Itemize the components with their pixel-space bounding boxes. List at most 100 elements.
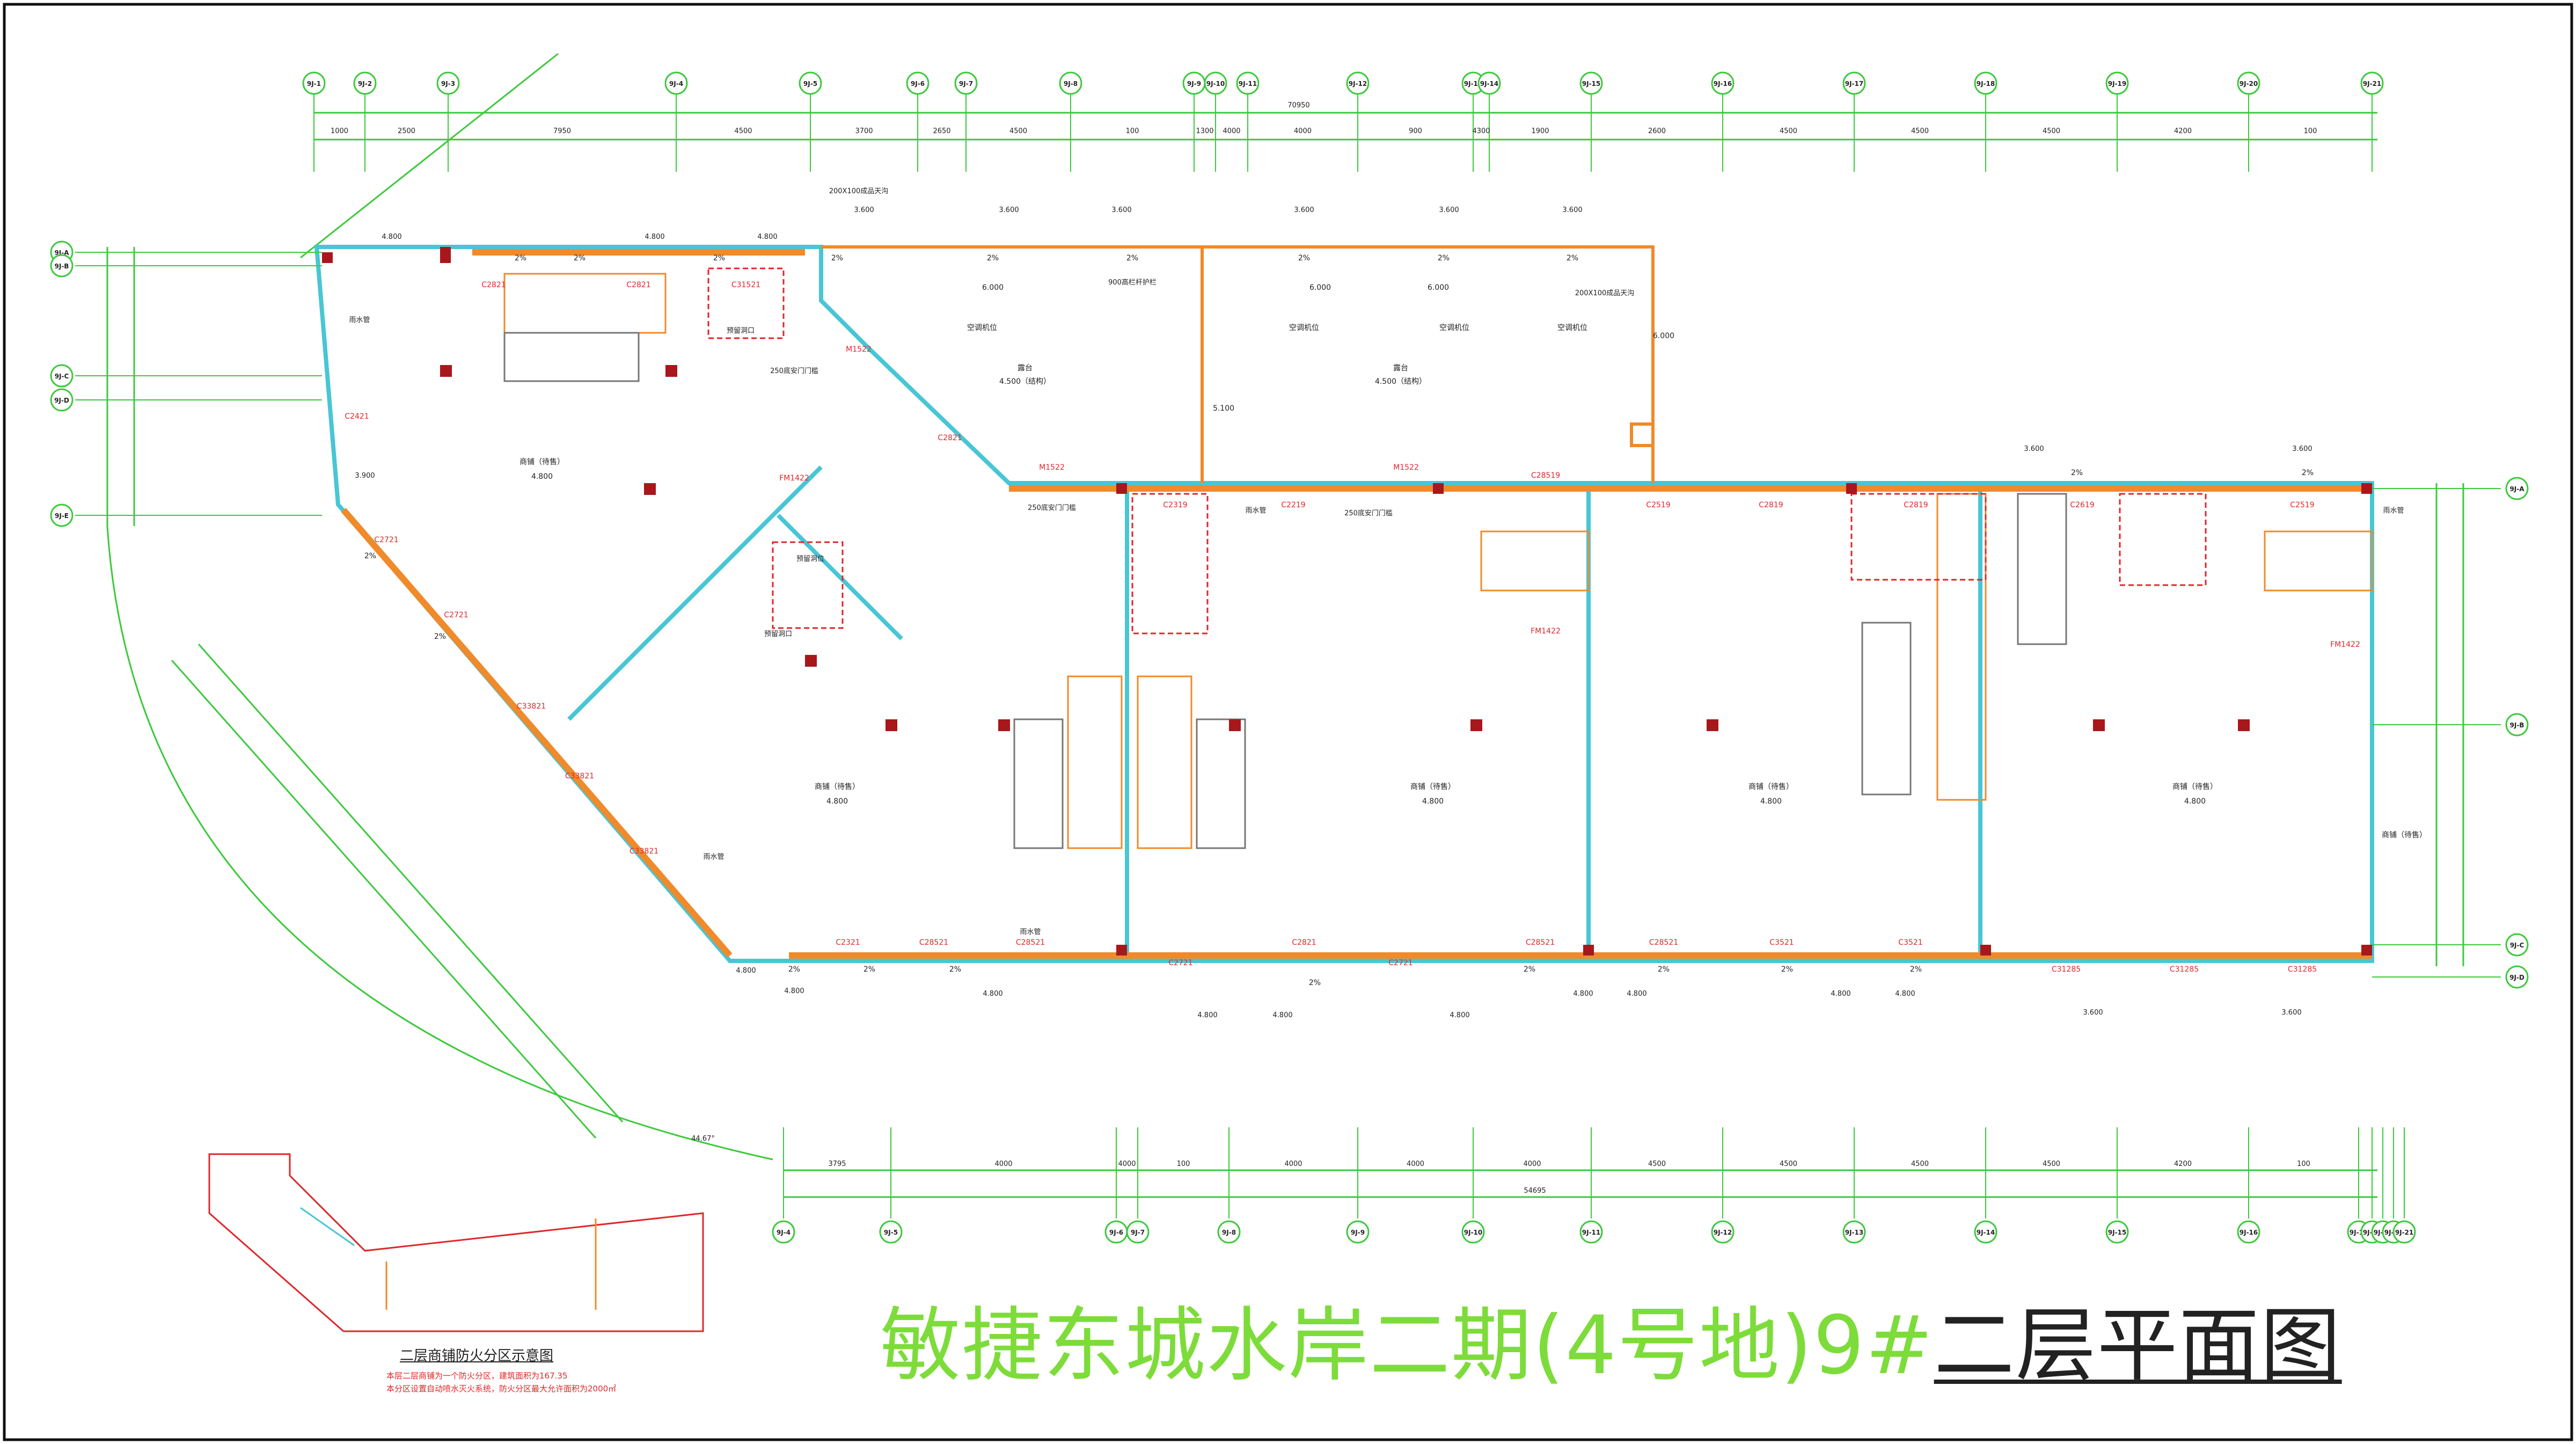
- grid-top-12: 9J-12: [1346, 71, 1370, 95]
- bottom-dim-10: 4500: [1911, 1160, 1929, 1168]
- slope-tag-1: 2%: [515, 254, 526, 262]
- building-walls: [314, 245, 2374, 963]
- grid-top-11: 9J-11: [1236, 71, 1260, 95]
- bottom-dim-12: 4200: [2174, 1160, 2192, 1168]
- sill-level-1: 3.600: [854, 206, 874, 214]
- roof-label-1: 空调机位: [967, 324, 997, 332]
- roof-level-c: 6.000: [1428, 283, 1449, 292]
- shop-label-6: 商铺（待售）: [2382, 831, 2427, 840]
- grid-top-3: 9J-3: [436, 71, 460, 95]
- grid-top-6: 9J-6: [906, 71, 930, 95]
- bottom-dim-8: 4500: [1648, 1160, 1666, 1168]
- grid-top-20: 9J-20: [2237, 71, 2260, 95]
- gutter-note-2: 200X100成品天沟: [1575, 289, 1635, 297]
- drawing-title-main: 敏捷东城水岸二期(4号地)9#: [880, 1299, 1934, 1392]
- grid-bottom-1-circle: [772, 1220, 795, 1244]
- top-dim-20: 100: [2304, 127, 2317, 135]
- grid-top-7: 9J-7: [954, 71, 978, 95]
- window-tag-11: C2321: [836, 938, 860, 947]
- grid-bottom-2: 9J-5: [879, 1220, 903, 1244]
- pipe-note-5: 雨水管: [349, 316, 370, 324]
- grid-right-4: 9J-D: [2505, 965, 2529, 989]
- top-dim-10: 4000: [1223, 127, 1240, 135]
- slope-tag-5: 2%: [987, 254, 999, 262]
- grid-top-16-label: 9J-16: [1714, 80, 1732, 87]
- left-dimension-chain: [106, 247, 135, 526]
- top-dim-16: 4500: [1780, 127, 1797, 135]
- window-tag-21: C31285: [2052, 965, 2081, 974]
- floor-level-l: 4.800: [1831, 990, 1850, 998]
- slope-tag-2: 2%: [574, 254, 586, 262]
- window-tag-24: C2319: [1163, 501, 1187, 509]
- top-total-dimension: 70950: [1287, 101, 1309, 110]
- door-tag-6: FM1422: [2330, 640, 2360, 649]
- slope-tag-13: 2%: [863, 965, 875, 974]
- shop-label-3: 商铺（待售）: [1410, 783, 1455, 791]
- top-dim-3: 7950: [553, 127, 571, 135]
- floor-level-h: 4.800: [1272, 1011, 1292, 1019]
- window-tag-15: C2821: [1292, 938, 1316, 947]
- grid-bottom-18-circle: [2392, 1220, 2416, 1244]
- grid-left-3: 9J-C: [50, 364, 74, 388]
- window-tag-20: C3521: [1898, 938, 1922, 947]
- grid-bottom-5-label: 9J-8: [1222, 1229, 1236, 1236]
- grid-top-2-circle: [353, 71, 377, 95]
- grid-bottom-13: 9J-16: [2237, 1220, 2260, 1244]
- door-tag-4: FM1422: [1531, 627, 1561, 636]
- bottom-dim-6: 4000: [1407, 1160, 1424, 1168]
- stair-level: 3.900: [355, 472, 375, 480]
- window-tag-13: C28521: [1016, 938, 1045, 947]
- slope-tag-11: 2%: [434, 632, 446, 641]
- top-dim-15: 2600: [1648, 127, 1666, 135]
- grid-top-8-label: 9J-8: [1064, 80, 1078, 87]
- door-note-2: 250底安门门槛: [1028, 504, 1076, 512]
- grid-top-6-label: 9J-6: [911, 80, 925, 87]
- top-dim-13: 4300: [1472, 127, 1490, 135]
- grid-top-20-label: 9J-20: [2240, 80, 2258, 87]
- floor-level-j: 4.800: [1573, 990, 1593, 998]
- grid-top-19-label: 9J-19: [2108, 80, 2127, 87]
- grid-left-2-circle: [50, 254, 74, 278]
- grid-top-13: 9J-13: [1461, 71, 1485, 95]
- bottom-dim-3: 4000: [1118, 1160, 1136, 1168]
- grid-top-16-circle: [1711, 71, 1735, 95]
- top-dim-2: 2500: [398, 127, 415, 135]
- window-tag-27: C2519: [1646, 501, 1670, 509]
- drawing-border: [3, 3, 2573, 1441]
- grid-right-2-label: 9J-B: [2510, 721, 2524, 729]
- grid-axis-left: 9J-A9J-B9J-C9J-D9J-E: [50, 240, 322, 527]
- grid-top-4-circle: [664, 71, 688, 95]
- grid-bottom-3: 9J-6: [1104, 1220, 1128, 1244]
- elevator-note: 预留洞位: [796, 555, 824, 563]
- top-dim-12: 900: [1409, 127, 1422, 135]
- top-dimension-chain: [314, 112, 2377, 141]
- angle-label: 44.67°: [691, 1135, 715, 1143]
- window-tag-28: C2819: [1759, 501, 1783, 509]
- grid-left-5-circle: [50, 504, 74, 527]
- window-tag-7: C2721: [444, 611, 468, 619]
- window-tag-17: C28521: [1526, 938, 1555, 947]
- bottom-dim-9: 4500: [1780, 1160, 1797, 1168]
- window-tag-19: C3521: [1769, 938, 1794, 947]
- window-tag-25: C2219: [1281, 501, 1305, 509]
- grid-bottom-11: 9J-14: [1974, 1220, 1997, 1244]
- bottom-dimension-chain: [784, 1169, 2377, 1198]
- grid-bottom-6: 9J-9: [1346, 1220, 1370, 1244]
- window-tag-22: C31285: [2170, 965, 2199, 974]
- window-tag-8: C33821: [517, 702, 546, 711]
- grid-top-4: 9J-4: [664, 71, 688, 95]
- shop-label-4: 商铺（待售）: [1748, 783, 1794, 791]
- grid-top-10: 9J-10: [1204, 71, 1227, 95]
- grid-left-4-label: 9J-D: [54, 397, 69, 404]
- slope-tag-14: 2%: [949, 965, 961, 974]
- grid-top-6-circle: [906, 71, 930, 95]
- grid-top-9-label: 9J-9: [1187, 80, 1201, 87]
- sill-level-2: 3.600: [999, 206, 1019, 214]
- grid-bottom-10-circle: [1842, 1220, 1866, 1244]
- grid-top-8: 9J-8: [1059, 71, 1082, 95]
- window-tag-10: C33821: [630, 847, 658, 856]
- grid-bottom-18-label: 9J-21: [2395, 1229, 2414, 1236]
- grid-top-18-label: 9J-18: [1977, 80, 1995, 87]
- grid-top-5-circle: [799, 71, 822, 95]
